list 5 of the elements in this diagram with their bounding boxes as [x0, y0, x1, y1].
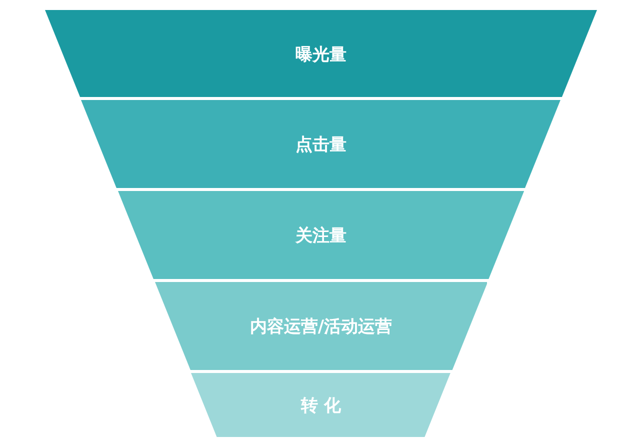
band-label: 内容运营/活动运营 [248, 316, 394, 338]
band-label: 关注量 [294, 225, 348, 247]
band-label: 转 化 [300, 395, 342, 417]
band-label: 曝光量 [294, 44, 348, 66]
band-label: 点击量 [294, 134, 348, 156]
